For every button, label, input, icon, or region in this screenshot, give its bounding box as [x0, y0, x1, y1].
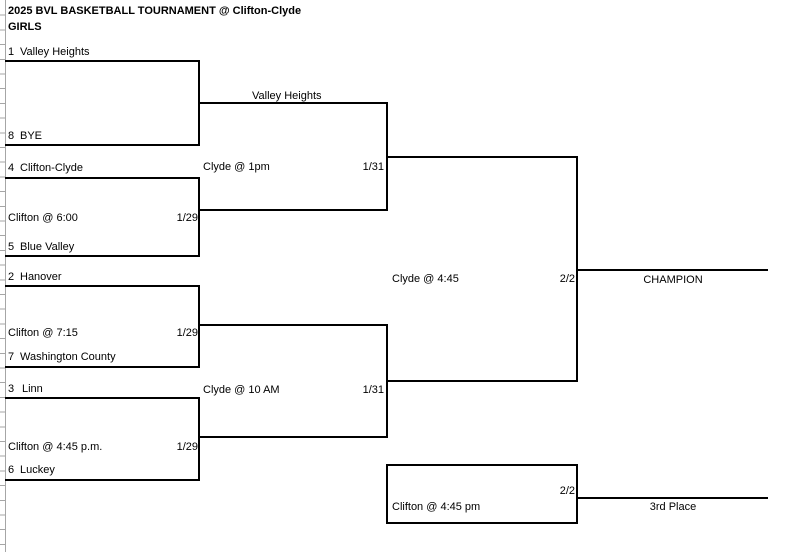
- bracket-line-match2-right: [198, 177, 200, 257]
- seed-number-7: 7: [8, 351, 15, 363]
- seed-number-4: 4: [8, 162, 15, 174]
- game-location-semifinal1: Clyde @ 1pm: [203, 161, 270, 173]
- game-date-third-place: 2/2: [559, 485, 575, 497]
- game-location-match2: Clifton @ 6:00: [8, 212, 78, 224]
- game-location-third-place: Clifton @ 4:45 pm: [392, 501, 481, 513]
- division-label: GIRLS: [8, 21, 42, 33]
- bracket-line-final-bottom: [386, 380, 578, 382]
- team-name-valley-heights: Valley Heights: [20, 46, 90, 58]
- third-place-label: 3rd Place: [649, 501, 697, 513]
- team-name-linn: Linn: [22, 383, 43, 395]
- spreadsheet-row-ticks: [0, 1, 5, 551]
- game-info-match4: Clifton @ 4:45 p.m. 1/29: [8, 441, 198, 453]
- seed-number-6: 6: [8, 464, 15, 476]
- team-name-bye: BYE: [20, 130, 43, 142]
- bracket-line-final-top: [386, 156, 578, 158]
- bracket-line-match2-top: [5, 177, 200, 179]
- seed-number-8: 8: [8, 130, 15, 142]
- seed-number-3: 3: [8, 383, 15, 395]
- game-date-match2: 1/29: [176, 212, 198, 224]
- bracket-line-third-top: [386, 464, 578, 466]
- bracket-line-semifinal1-bottom: [198, 209, 388, 211]
- seed-number-5: 5: [8, 241, 15, 253]
- advancer-valley-heights: Valley Heights: [252, 90, 322, 102]
- bracket-line-third-right: [576, 464, 578, 524]
- bracket-line-match4-top: [5, 397, 200, 399]
- game-info-semifinal1: Clyde @ 1pm 1/31: [203, 161, 384, 173]
- bracket-line-match3-bottom: [5, 366, 200, 368]
- bracket-line-match2-bottom: [5, 255, 200, 257]
- bracket-line-match1-bottom: [5, 144, 200, 146]
- game-info-match3: Clifton @ 7:15 1/29: [8, 327, 198, 339]
- bracket-line-match3-top: [5, 285, 200, 287]
- game-info-final: Clyde @ 4:45 2/2: [392, 273, 575, 285]
- bracket-line-third-place: [576, 497, 768, 499]
- game-info-match2: Clifton @ 6:00 1/29: [8, 212, 198, 224]
- team-name-washington-county: Washington County: [20, 351, 116, 363]
- team-name-clifton-clyde: Clifton-Clyde: [20, 162, 83, 174]
- seed-number-1: 1: [8, 46, 15, 58]
- game-date-semifinal1: 1/31: [362, 161, 384, 173]
- game-location-semifinal2: Clyde @ 10 AM: [203, 384, 280, 396]
- bracket-line-third-bottom: [386, 522, 578, 524]
- bracket-line-match3-right: [198, 285, 200, 368]
- seed-number-2: 2: [8, 271, 15, 283]
- game-date-match3: 1/29: [176, 327, 198, 339]
- game-date-final: 2/2: [559, 273, 575, 285]
- game-date-match4: 1/29: [176, 441, 198, 453]
- bracket-line-third-left: [386, 464, 388, 524]
- bracket-line-match4-bottom: [5, 479, 200, 481]
- bracket-line-semifinal2-top: [198, 324, 388, 326]
- team-name-luckey: Luckey: [20, 464, 55, 476]
- spreadsheet-gridline: [5, 0, 6, 552]
- bracket-line-semifinal1-top: [198, 102, 388, 104]
- bracket-line-champion: [576, 269, 768, 271]
- game-location-match3: Clifton @ 7:15: [8, 327, 78, 339]
- game-date-semifinal2: 1/31: [362, 384, 384, 396]
- bracket-line-match4-right: [198, 397, 200, 481]
- team-name-blue-valley: Blue Valley: [20, 241, 75, 253]
- bracket-line-semifinal2-bottom: [198, 436, 388, 438]
- bracket-line-match1-top: [5, 60, 200, 62]
- game-location-final: Clyde @ 4:45: [392, 273, 459, 285]
- tournament-title: 2025 BVL BASKETBALL TOURNAMENT @ Clifton…: [8, 5, 302, 17]
- team-name-hanover: Hanover: [20, 271, 62, 283]
- game-info-semifinal2: Clyde @ 10 AM 1/31: [203, 384, 384, 396]
- game-location-match4: Clifton @ 4:45 p.m.: [8, 441, 103, 453]
- champion-label: CHAMPION: [643, 274, 703, 286]
